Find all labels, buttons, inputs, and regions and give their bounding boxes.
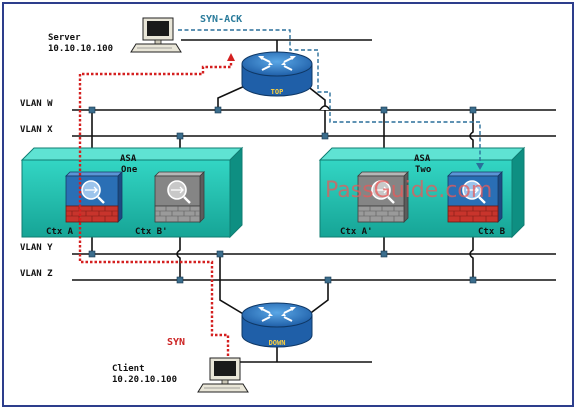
ctx-a-firewall-icon bbox=[65, 171, 123, 223]
vlan-w-crossing-hop bbox=[319, 105, 331, 111]
server-computer-icon bbox=[130, 17, 182, 53]
down-router-vlan-y-link bbox=[219, 254, 251, 319]
ctx-b-prime-label: Ctx B' bbox=[135, 227, 168, 237]
asa-one-label: ASA bbox=[120, 154, 137, 164]
syn-arrowhead bbox=[227, 53, 235, 61]
client-ip: 10.20.10.100 bbox=[112, 375, 177, 385]
ctx-b-firewall-icon bbox=[447, 171, 503, 223]
syn-path bbox=[78, 60, 233, 356]
ctx-a-prime-label: Ctx A' bbox=[340, 227, 373, 237]
top-router-icon bbox=[241, 51, 313, 97]
syn-ack-arrowhead bbox=[476, 163, 484, 170]
vlan-y-label: VLAN Y bbox=[20, 243, 53, 253]
down-router-icon bbox=[241, 302, 313, 348]
asa-two-sublabel: Two bbox=[415, 165, 431, 175]
syn-ack-label: SYN-ACK bbox=[200, 14, 242, 25]
vlan-port-markers bbox=[88, 106, 477, 284]
syn-label: SYN bbox=[167, 337, 185, 348]
top-router-label: TOP bbox=[271, 88, 284, 96]
watermark-text: PassGuide.com bbox=[325, 178, 492, 203]
server-label: Server bbox=[48, 33, 81, 43]
vlan-z-label: VLAN Z bbox=[20, 269, 53, 279]
down-router-label: DOWN bbox=[269, 339, 286, 347]
ctx-b-prime-firewall-icon bbox=[154, 171, 205, 223]
ctx-a-label: Ctx A bbox=[46, 227, 74, 237]
asa-two-label: ASA bbox=[414, 154, 431, 164]
top-router-vlan-x-link bbox=[305, 84, 326, 136]
client-computer-icon bbox=[197, 357, 249, 393]
ctx-a-prime-firewall-icon bbox=[357, 171, 409, 223]
vlan-x-label: VLAN X bbox=[20, 125, 53, 135]
client-label: Client bbox=[112, 363, 145, 374]
ctx-b-label: Ctx B bbox=[478, 227, 506, 237]
asa-one-sublabel: One bbox=[121, 165, 138, 175]
down-router-vlan-z-link bbox=[303, 280, 329, 319]
server-ip: 10.10.10.100 bbox=[48, 44, 113, 54]
syn-ack-path bbox=[178, 29, 481, 166]
vlan-w-label: VLAN W bbox=[20, 99, 53, 109]
top-router-vlan-w-link bbox=[217, 84, 248, 110]
